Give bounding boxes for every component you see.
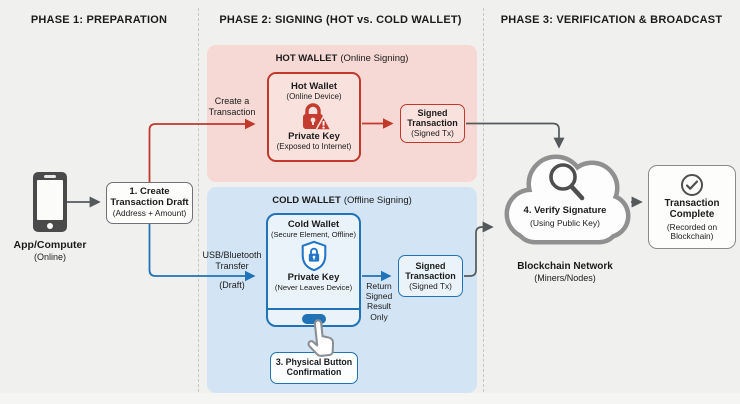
phase-1-header: PHASE 1: PREPARATION — [30, 14, 168, 26]
hot-wallet-header-bold: HOT WALLET — [275, 53, 338, 64]
pointer-hand-icon — [307, 319, 335, 357]
create-draft-box: 1. Create Transaction Draft (Address + A… — [106, 182, 193, 224]
return-signed-label: Return Signed Result Only — [365, 281, 393, 322]
hot-private-key-subtitle: (Exposed to Internet) — [276, 141, 352, 151]
cold-wallet-title: Cold Wallet — [287, 219, 340, 230]
hot-wallet-header-note: (Online Signing) — [340, 53, 409, 64]
check-circle-icon — [681, 173, 703, 196]
magnifier-icon — [549, 163, 585, 201]
transaction-complete-box: Transaction Complete (Recorded on Blockc… — [648, 165, 736, 249]
hot-wallet-device-box: Hot Wallet (Online Device) Private Key (… — [267, 72, 361, 162]
signed-hot-title: Signed Transaction — [407, 108, 458, 129]
app-computer-subtitle: (Online) — [33, 252, 66, 262]
draft-label: (Draft) — [219, 280, 245, 290]
create-transaction-label: Create a Transaction — [208, 96, 256, 117]
cold-wallet-header-bold: COLD WALLET — [272, 195, 341, 206]
transaction-complete-title: Transaction Complete — [664, 197, 720, 220]
blockchain-cloud: 4. Verify Signature (Using Public Key) — [499, 148, 631, 260]
cold-private-key-subtitle: (Never Leaves Device) — [274, 282, 353, 292]
hot-wallet-header: HOT WALLET(Online Signing) — [207, 53, 477, 64]
phase-separator-2 — [483, 8, 484, 392]
cloud-icon — [504, 154, 631, 245]
phase-2-header: PHASE 2: SIGNING (HOT vs. COLD WALLET) — [219, 14, 462, 26]
signed-cold-subtitle: (Signed Tx) — [409, 280, 452, 291]
blockchain-network-label: Blockchain Network (Miners/Nodes) — [499, 261, 631, 283]
phone-speaker — [44, 175, 56, 178]
create-draft-subtitle: (Address + Amount) — [112, 208, 187, 219]
transaction-complete-subtitle: (Recorded on Blockchain) — [666, 221, 718, 241]
phone-home-button — [47, 223, 53, 229]
phone-icon — [33, 172, 67, 232]
cold-wallet-header-note: (Offline Signing) — [343, 195, 412, 206]
usb-transfer-label: USB/Bluetooth Transfer — [202, 250, 262, 271]
signed-transaction-cold-box: Signed Transaction (Signed Tx) — [398, 255, 463, 297]
app-computer-title: App/Computer — [13, 239, 87, 251]
signed-cold-title: Signed Transaction — [405, 260, 456, 281]
create-draft-title: 1. Create Transaction Draft — [110, 186, 189, 208]
physical-button-confirmation-box: 3. Physical Button Confirmation — [270, 352, 358, 384]
device-confirm-button — [302, 314, 326, 324]
device-divider — [268, 308, 359, 310]
hot-wallet-title: Hot Wallet — [290, 81, 338, 93]
shield-lock-icon — [301, 240, 326, 272]
verify-signature-title: 4. Verify Signature — [523, 205, 607, 216]
lock-warning-icon — [303, 103, 332, 131]
cold-private-key-title: Private Key — [287, 272, 340, 284]
signed-transaction-hot-box: Signed Transaction (Signed Tx) — [400, 104, 465, 143]
phase-3-header: PHASE 3: VERIFICATION & BROADCAST — [500, 14, 723, 26]
cold-wallet-subtitle: (Secure Element, Offline) — [270, 229, 357, 239]
hot-wallet-subtitle: (Online Device) — [286, 92, 342, 102]
hot-private-key-title: Private Key — [288, 131, 340, 142]
signed-hot-subtitle: (Signed Tx) — [411, 128, 454, 139]
phase-separator-1 — [198, 8, 199, 392]
cold-wallet-device-box: Cold Wallet (Secure Element, Offline) Pr… — [266, 213, 361, 327]
cold-wallet-header: COLD WALLET(Offline Signing) — [207, 195, 477, 206]
blockchain-network-subtitle: (Miners/Nodes) — [534, 273, 596, 283]
verify-signature-subtitle: (Using Public Key) — [530, 218, 600, 228]
app-computer-label: App/Computer (Online) — [0, 239, 100, 262]
phone-screen — [37, 180, 63, 220]
bottom-strip — [0, 393, 740, 404]
blockchain-network-title: Blockchain Network — [517, 261, 613, 272]
